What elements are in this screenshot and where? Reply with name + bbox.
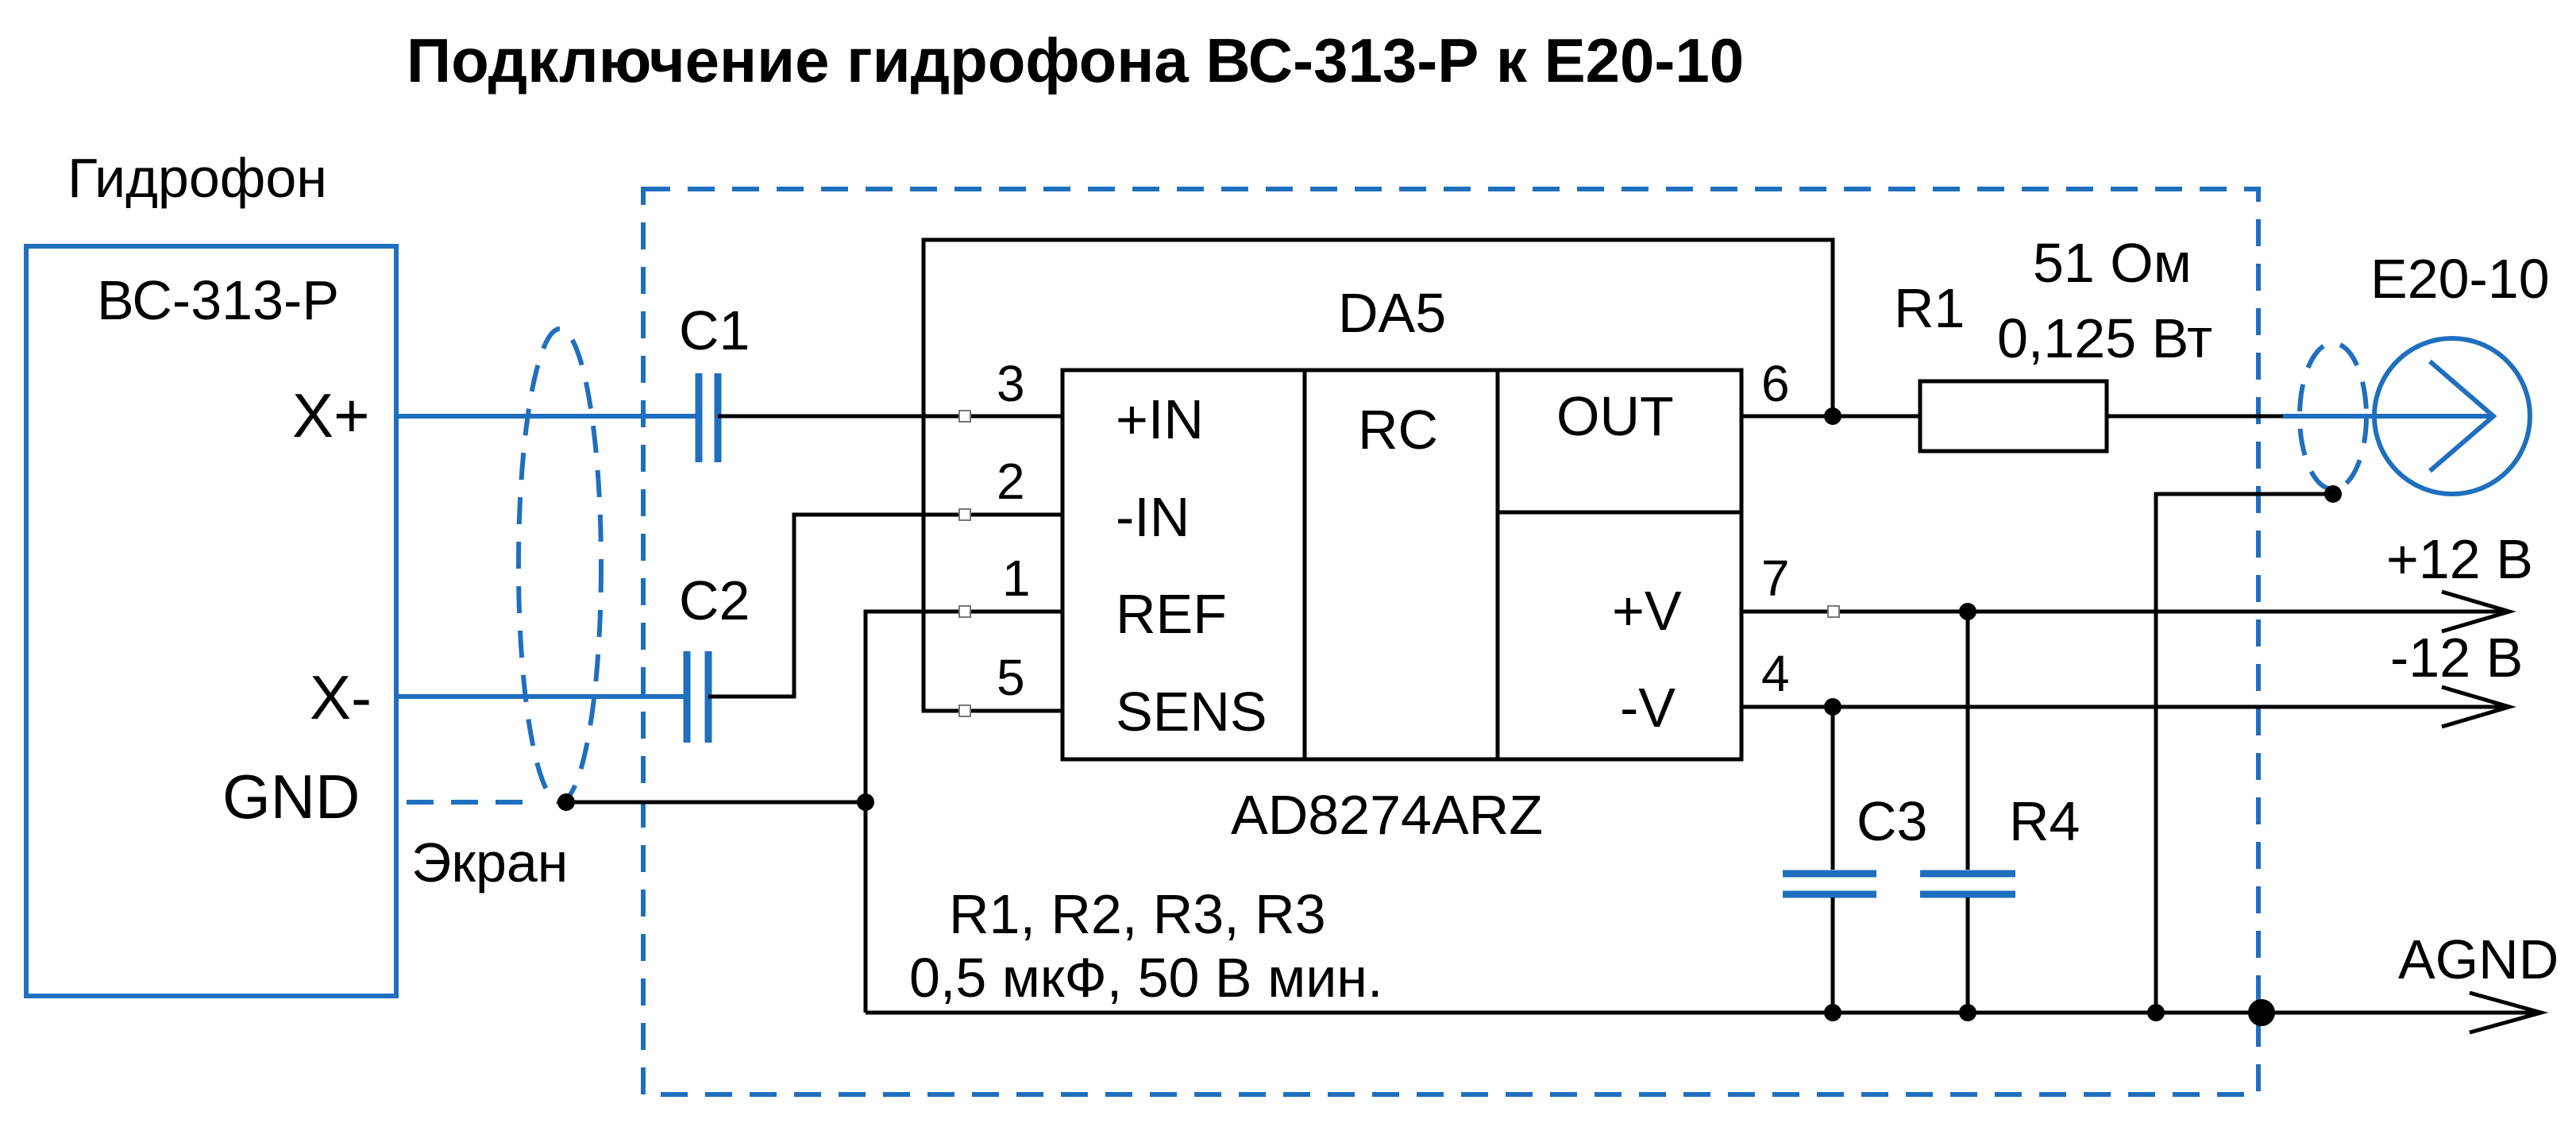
- wire-connector-shield-gnd: [2154, 492, 2333, 1013]
- hydrophone-box: [24, 244, 399, 998]
- junction-out: [1824, 407, 1841, 425]
- pin-gnd-label: GND: [222, 762, 360, 832]
- pin-x-plus-label: X+: [292, 380, 370, 450]
- shield-label: Экран: [411, 832, 568, 893]
- pin3-number: 3: [997, 355, 1025, 412]
- pin4-name: -V: [1620, 677, 1676, 739]
- agnd-label: AGND: [2398, 928, 2559, 990]
- hydrophone-heading: Гидрофон: [67, 147, 327, 209]
- arrow-plus12: [2441, 589, 2516, 634]
- amp-designator: DA5: [1338, 282, 1446, 344]
- pin-x-minus-label: X-: [310, 662, 372, 732]
- c2-label: C2: [679, 569, 750, 631]
- amp-part-number: AD8274ARZ: [1231, 784, 1543, 846]
- pin3-marker: [958, 410, 971, 423]
- wire-ref-to-agnd: [863, 609, 965, 1013]
- pin7-name: +V: [1612, 580, 1682, 642]
- pin1-number: 1: [1002, 550, 1031, 607]
- pin2-number: 2: [997, 453, 1025, 510]
- junction-agnd-r4: [1959, 1004, 1976, 1021]
- r4-label: R4: [2009, 790, 2080, 852]
- note-line1: R1, R2, R3, R3: [949, 883, 1326, 945]
- amplifier-body: [1060, 368, 1744, 762]
- wire-sens-feedback: [921, 237, 1835, 713]
- pin5-name: SENS: [1116, 681, 1267, 743]
- junction-connector-shield: [2324, 485, 2342, 503]
- connector-arrowhead: [2428, 359, 2497, 473]
- junction-agnd-shield: [2147, 1004, 2165, 1021]
- pin4-number: 4: [1761, 645, 1790, 702]
- r1-power: 0,125 Вт: [1997, 307, 2212, 369]
- r1-value: 51 Ом: [2033, 232, 2192, 294]
- enclosure-dashed-border: [641, 187, 2261, 1097]
- pin3-name: +IN: [1116, 388, 1204, 450]
- connector-shield-ellipse: [2297, 341, 2369, 492]
- amp-center-label: RC: [1358, 399, 1438, 461]
- note-line2: 0,5 мкФ, 50 В мин.: [909, 947, 1382, 1009]
- wire-c2-to-in-minus: [708, 512, 965, 699]
- supply-pos-label: +12 В: [2386, 528, 2533, 590]
- pin5-number: 5: [997, 649, 1025, 706]
- arrow-agnd: [2469, 990, 2549, 1035]
- connector-label: E20-10: [2370, 248, 2550, 310]
- supply-neg-label: -12 В: [2390, 627, 2523, 689]
- junction-shield-gnd: [557, 793, 575, 811]
- c1-label: C1: [679, 299, 750, 361]
- pin1-marker: [958, 605, 971, 618]
- pin2-marker: [958, 508, 971, 521]
- junction-agnd-enclosure: [2248, 999, 2275, 1026]
- pin6-name: OUT: [1556, 385, 1674, 447]
- c3-label: C3: [1857, 790, 1927, 852]
- junction-agnd-c3: [1824, 1004, 1841, 1021]
- cable-shield-ellipse: [516, 326, 604, 805]
- diagram-title: Подключение гидрофона ВС-313-Р к E20-10: [407, 25, 1744, 95]
- pin7-number: 7: [1761, 550, 1790, 607]
- pin6-number: 6: [1761, 355, 1790, 412]
- pin1-name: REF: [1116, 583, 1227, 645]
- pin7-marker: [1827, 605, 1840, 618]
- pin2-name: -IN: [1116, 486, 1190, 548]
- arrow-minus12: [2441, 685, 2516, 729]
- r1-resistor: [1918, 379, 2109, 454]
- pin5-marker: [958, 704, 971, 717]
- hydrophone-model: ВС-313-Р: [97, 269, 339, 331]
- r1-label: R1: [1894, 277, 1965, 339]
